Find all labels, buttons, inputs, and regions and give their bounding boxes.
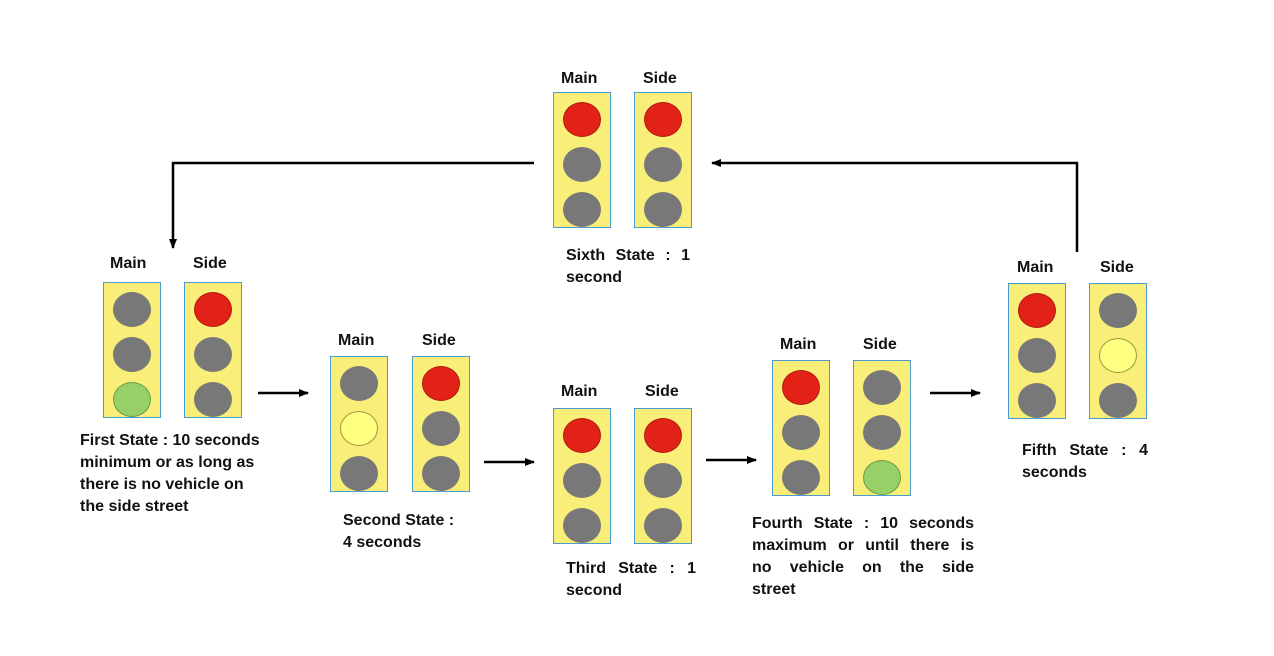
main-traffic-light <box>553 92 611 228</box>
main-heading: Main <box>561 70 598 87</box>
side-bottom-lamp-off <box>1099 383 1137 418</box>
main-heading: Main <box>110 255 147 272</box>
caption-line: there is no vehicle on <box>80 476 244 493</box>
caption-line: the side street <box>80 498 189 515</box>
main-top-lamp-red <box>782 370 820 405</box>
arrow-fifth-to-sixth <box>711 159 1079 252</box>
side-traffic-light <box>634 92 692 228</box>
main-top-lamp-off <box>113 292 151 327</box>
caption-line: Fourth State : 10 seconds <box>752 515 974 532</box>
side-middle-lamp-off <box>644 463 682 498</box>
side-middle-lamp-off <box>194 337 232 372</box>
side-bottom-lamp-off <box>644 192 682 227</box>
caption-line: First State : 10 seconds <box>80 432 260 449</box>
side-bottom-lamp-off <box>644 508 682 543</box>
main-middle-lamp-off <box>113 337 151 372</box>
second-state-caption: Second State : 4 seconds <box>343 510 473 554</box>
side-heading: Side <box>863 336 897 353</box>
side-top-lamp-off <box>863 370 901 405</box>
side-heading: Side <box>643 70 677 87</box>
fourth-state-caption: Fourth State : 10 seconds maximum or unti… <box>752 513 974 601</box>
main-middle-lamp-off <box>782 415 820 450</box>
main-middle-lamp-off <box>563 147 601 182</box>
main-traffic-light <box>330 356 388 492</box>
side-middle-lamp-yellow <box>1099 338 1137 373</box>
main-middle-lamp-off <box>1018 338 1056 373</box>
main-middle-lamp-off <box>563 463 601 498</box>
side-bottom-lamp-off <box>422 456 460 491</box>
caption-line: Sixth State : 1 <box>566 247 690 264</box>
side-bottom-lamp-green <box>863 460 901 495</box>
arrow-sixth-to-first <box>169 161 534 249</box>
side-middle-lamp-off <box>422 411 460 446</box>
main-bottom-lamp-green <box>113 382 151 417</box>
caption-line: second <box>566 582 623 599</box>
main-heading: Main <box>1017 259 1054 276</box>
main-middle-lamp-yellow <box>340 411 378 446</box>
side-top-lamp-red <box>194 292 232 327</box>
side-bottom-lamp-off <box>194 382 232 417</box>
main-traffic-light <box>772 360 830 496</box>
side-top-lamp-red <box>644 102 682 137</box>
side-traffic-light <box>634 408 692 544</box>
caption-line: minimum or as long as <box>80 454 255 471</box>
side-traffic-light <box>412 356 470 492</box>
fifth-state-caption: Fifth State : 4 seconds <box>1022 440 1148 484</box>
first-state-caption: First State : 10 seconds minimum or as lo… <box>80 430 284 518</box>
main-top-lamp-red <box>563 102 601 137</box>
caption-line: no vehicle on the side <box>752 559 974 576</box>
main-bottom-lamp-off <box>563 508 601 543</box>
caption-line: Third State : 1 <box>566 560 696 577</box>
main-bottom-lamp-off <box>340 456 378 491</box>
sixth-state-caption: Sixth State : 1 second <box>566 245 690 289</box>
side-heading: Side <box>645 383 679 400</box>
main-bottom-lamp-off <box>563 192 601 227</box>
main-top-lamp-red <box>563 418 601 453</box>
caption-line: seconds <box>1022 464 1087 481</box>
caption-line: 4 seconds <box>343 534 422 551</box>
caption-line: Fifth State : 4 <box>1022 442 1148 459</box>
main-top-lamp-off <box>340 366 378 401</box>
side-traffic-light <box>1089 283 1147 419</box>
main-heading: Main <box>338 332 375 349</box>
caption-line: maximum or until there is <box>752 537 974 554</box>
main-heading: Main <box>561 383 598 400</box>
main-traffic-light <box>103 282 161 418</box>
main-bottom-lamp-off <box>1018 383 1056 418</box>
side-heading: Side <box>422 332 456 349</box>
side-top-lamp-red <box>644 418 682 453</box>
side-traffic-light <box>184 282 242 418</box>
side-heading: Side <box>193 255 227 272</box>
side-middle-lamp-off <box>644 147 682 182</box>
main-traffic-light <box>1008 283 1066 419</box>
side-traffic-light <box>853 360 911 496</box>
side-top-lamp-red <box>422 366 460 401</box>
caption-line: street <box>752 581 796 598</box>
third-state-caption: Third State : 1 second <box>566 558 696 602</box>
main-bottom-lamp-off <box>782 460 820 495</box>
main-top-lamp-red <box>1018 293 1056 328</box>
side-heading: Side <box>1100 259 1134 276</box>
caption-line: second <box>566 269 623 286</box>
caption-line: Second State : <box>343 512 455 529</box>
main-traffic-light <box>553 408 611 544</box>
side-top-lamp-off <box>1099 293 1137 328</box>
main-heading: Main <box>780 336 817 353</box>
side-middle-lamp-off <box>863 415 901 450</box>
